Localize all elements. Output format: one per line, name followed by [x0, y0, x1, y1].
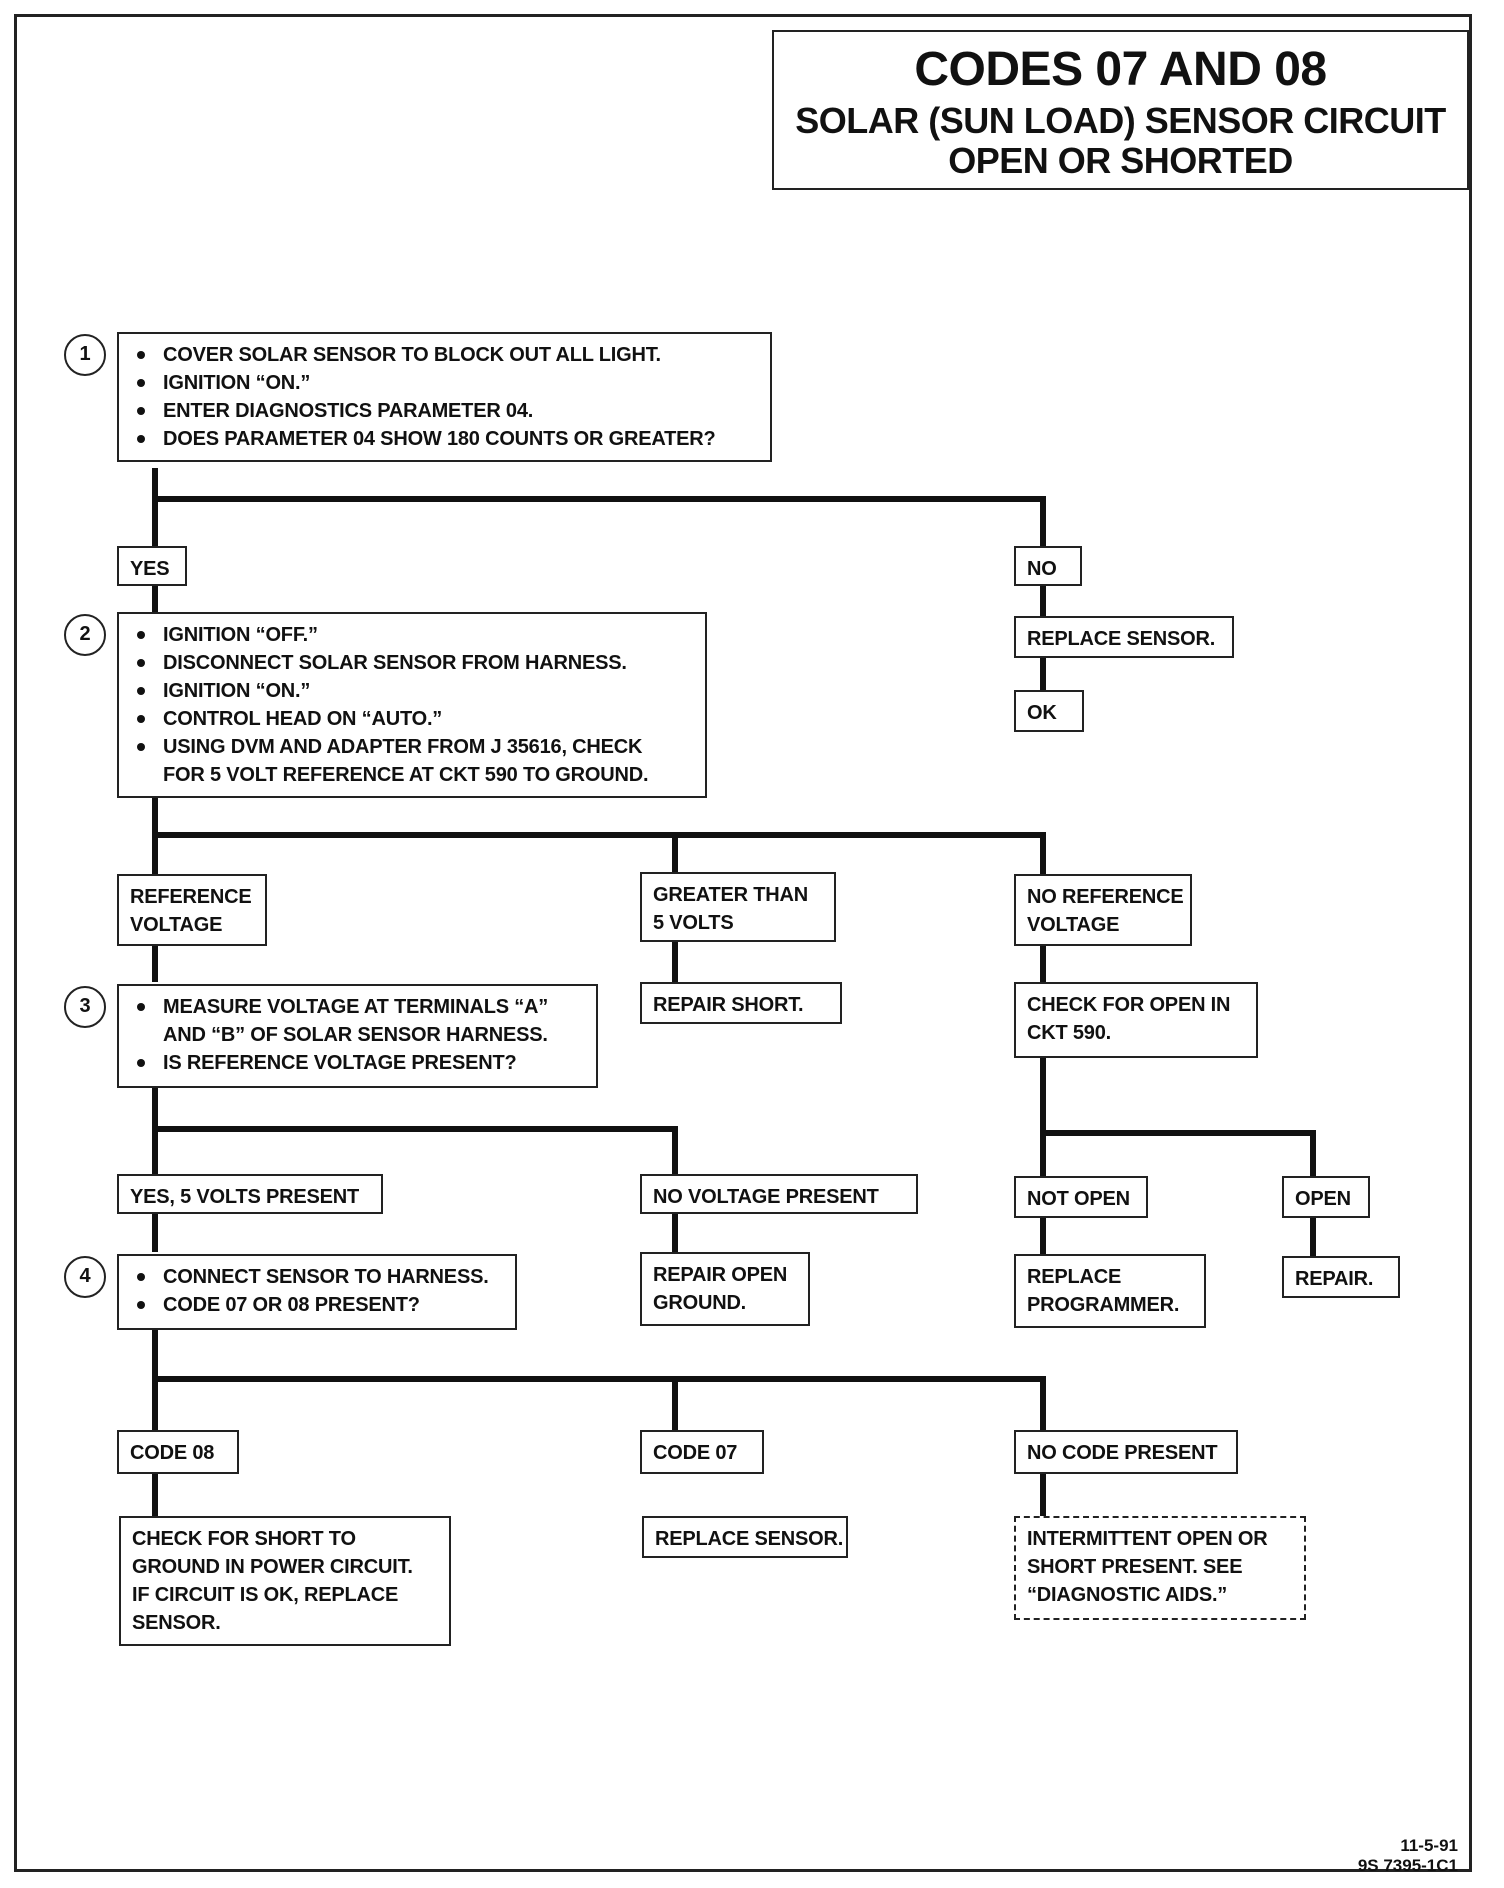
no-voltage-present-label: NO VOLTAGE PRESENT: [640, 1174, 918, 1214]
connector-line: [672, 832, 678, 874]
replace-programmer-box: REPLACE PROGRAMMER.: [1014, 1254, 1206, 1328]
connector-line: [672, 1376, 678, 1430]
no-reference-voltage-label: NO REFERENCE VOLTAGE: [1014, 874, 1192, 946]
not-open-label: NOT OPEN: [1014, 1176, 1148, 1218]
connector-line: [1310, 1130, 1316, 1176]
step-3-box: MEASURE VOLTAGE AT TERMINALS “A” AND “B”…: [117, 984, 598, 1088]
connector-line: [1040, 942, 1046, 982]
connector-line: [1040, 496, 1046, 546]
step-3-item: MEASURE VOLTAGE AT TERMINALS “A”: [130, 993, 585, 1021]
code-07-label: CODE 07: [640, 1430, 764, 1474]
connector-line: [152, 1210, 158, 1252]
step-1-item: IGNITION “ON.”: [130, 369, 759, 397]
connector-line: [672, 1126, 678, 1174]
code-08-label: CODE 08: [117, 1430, 239, 1474]
code-08-action-box: CHECK FOR SHORT TO GROUND IN POWER CIRCU…: [119, 1516, 451, 1646]
connector-line: [152, 468, 158, 546]
repair-box: REPAIR.: [1282, 1256, 1400, 1298]
open-label: OPEN: [1282, 1176, 1370, 1218]
no-label: NO: [1014, 546, 1082, 586]
step-number-1: 1: [64, 334, 106, 376]
step-2-item-continuation: FOR 5 VOLT REFERENCE AT CKT 590 TO GROUN…: [163, 764, 649, 786]
step-2-item: DISCONNECT SOLAR SENSOR FROM HARNESS.: [130, 649, 694, 677]
connector-line: [1040, 656, 1046, 690]
step-2-item: CONTROL HEAD ON “AUTO.”: [130, 705, 694, 733]
yes-5-volts-present-label: YES, 5 VOLTS PRESENT: [117, 1174, 383, 1214]
greater-than-5-volts-label: GREATER THAN 5 VOLTS: [640, 872, 836, 942]
connector-line: [1040, 1130, 1316, 1136]
connector-line: [1040, 1056, 1046, 1176]
step-1-item: ENTER DIAGNOSTICS PARAMETER 04.: [130, 397, 759, 425]
connector-line: [1040, 1376, 1046, 1430]
page-title: CODES 07 AND 08: [914, 43, 1327, 96]
connector-line: [1040, 582, 1046, 616]
repair-open-ground-box: REPAIR OPEN GROUND.: [640, 1252, 810, 1326]
connector-line: [1040, 832, 1046, 874]
repair-short-box: REPAIR SHORT.: [640, 982, 842, 1024]
step-4-item: CONNECT SENSOR TO HARNESS.: [130, 1263, 504, 1291]
figure-reference: 11-5-91 9S 7395-1C1: [1358, 1836, 1458, 1876]
step-number-2: 2: [64, 614, 106, 656]
replace-sensor-box: REPLACE SENSOR.: [1014, 616, 1234, 658]
page-subtitle: SOLAR (SUN LOAD) SENSOR CIRCUIT OPEN OR …: [774, 101, 1467, 181]
reference-voltage-label: REFERENCE VOLTAGE: [117, 874, 267, 946]
step-2-item: USING DVM AND ADAPTER FROM J 35616, CHEC…: [130, 733, 694, 761]
step-1-item: COVER SOLAR SENSOR TO BLOCK OUT ALL LIGH…: [130, 341, 759, 369]
no-code-present-label: NO CODE PRESENT: [1014, 1430, 1238, 1474]
step-number-3: 3: [64, 986, 106, 1028]
connector-line: [152, 582, 158, 614]
intermittent-box: INTERMITTENT OPEN OR SHORT PRESENT. SEE …: [1014, 1516, 1306, 1620]
connector-line: [152, 496, 1046, 502]
figure-code: 9S 7395-1C1: [1357, 1856, 1458, 1875]
connector-line: [1040, 1214, 1046, 1254]
yes-label: YES: [117, 546, 187, 586]
figure-date: 11-5-91: [1400, 1836, 1458, 1855]
step-4-box: CONNECT SENSOR TO HARNESS. CODE 07 OR 08…: [117, 1254, 517, 1330]
connector-line: [152, 1470, 158, 1516]
check-for-open-box: CHECK FOR OPEN IN CKT 590.: [1014, 982, 1258, 1058]
connector-line: [1040, 1470, 1046, 1516]
subtitle-line: SOLAR (SUN LOAD) SENSOR CIRCUIT: [795, 100, 1446, 141]
connector-line: [152, 832, 1046, 838]
connector-line: [1310, 1214, 1316, 1256]
title-block: CODES 07 AND 08 SOLAR (SUN LOAD) SENSOR …: [772, 30, 1469, 190]
step-2-item: IGNITION “ON.”: [130, 677, 694, 705]
connector-line: [672, 1210, 678, 1252]
step-number-4: 4: [64, 1256, 106, 1298]
connector-line: [152, 1126, 678, 1132]
step-3-item: IS REFERENCE VOLTAGE PRESENT?: [130, 1049, 585, 1077]
page-frame: [14, 14, 1472, 1872]
subtitle-line: OPEN OR SHORTED: [948, 140, 1293, 181]
step-4-item: CODE 07 OR 08 PRESENT?: [130, 1291, 504, 1319]
step-1-box: COVER SOLAR SENSOR TO BLOCK OUT ALL LIGH…: [117, 332, 772, 462]
code-07-replace-sensor-box: REPLACE SENSOR.: [642, 1516, 848, 1558]
step-3-item-continuation: AND “B” OF SOLAR SENSOR HARNESS.: [163, 1024, 548, 1046]
connector-line: [152, 942, 158, 982]
step-2-box: IGNITION “OFF.” DISCONNECT SOLAR SENSOR …: [117, 612, 707, 798]
ok-box: OK: [1014, 690, 1084, 732]
step-1-item: DOES PARAMETER 04 SHOW 180 COUNTS OR GRE…: [130, 425, 759, 453]
connector-line: [152, 1376, 1046, 1382]
connector-line: [672, 940, 678, 982]
step-2-item: IGNITION “OFF.”: [130, 621, 694, 649]
